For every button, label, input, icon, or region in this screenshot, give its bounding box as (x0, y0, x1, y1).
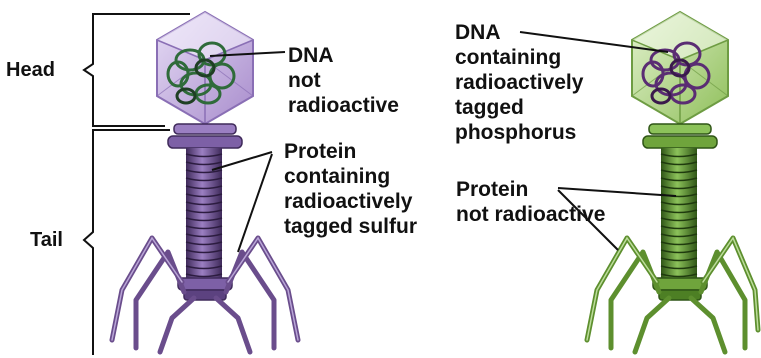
right-tail-sheath (661, 148, 697, 280)
left-protein-pointer-2 (238, 154, 272, 252)
right-protein-label-line: not radioactive (456, 202, 605, 227)
head-label: Head (6, 59, 55, 81)
left-dna-label-line: not (288, 68, 399, 93)
left-capsid (157, 12, 253, 124)
right-capsid (632, 12, 728, 124)
left-dna-label: DNA not radioactive (288, 43, 399, 118)
left-baseplate (178, 278, 232, 300)
left-collar (168, 124, 242, 148)
right-protein-label: Protein not radioactive (456, 177, 605, 227)
left-protein-label-line: containing (284, 164, 417, 189)
left-phage (84, 12, 298, 355)
right-collar (643, 124, 717, 148)
right-dna-label-line: radioactively (455, 70, 583, 95)
right-dna-label-line: phosphorus (455, 120, 583, 145)
left-protein-label-line: radioactively (284, 189, 417, 214)
left-protein-label: Protein containing radioactively tagged … (284, 139, 417, 239)
tail-label: Tail (30, 229, 63, 251)
right-dna-label: DNA containing radioactively tagged phos… (455, 20, 583, 145)
right-dna-label-line: tagged (455, 95, 583, 120)
left-dna-label-line: DNA (288, 43, 399, 68)
right-protein-label-line: Protein (456, 177, 605, 202)
left-dna-label-line: radioactive (288, 93, 399, 118)
left-protein-label-line: Protein (284, 139, 417, 164)
left-protein-label-line: tagged sulfur (284, 214, 417, 239)
right-dna-label-line: containing (455, 45, 583, 70)
right-dna-label-line: DNA (455, 20, 583, 45)
right-baseplate (653, 278, 707, 300)
